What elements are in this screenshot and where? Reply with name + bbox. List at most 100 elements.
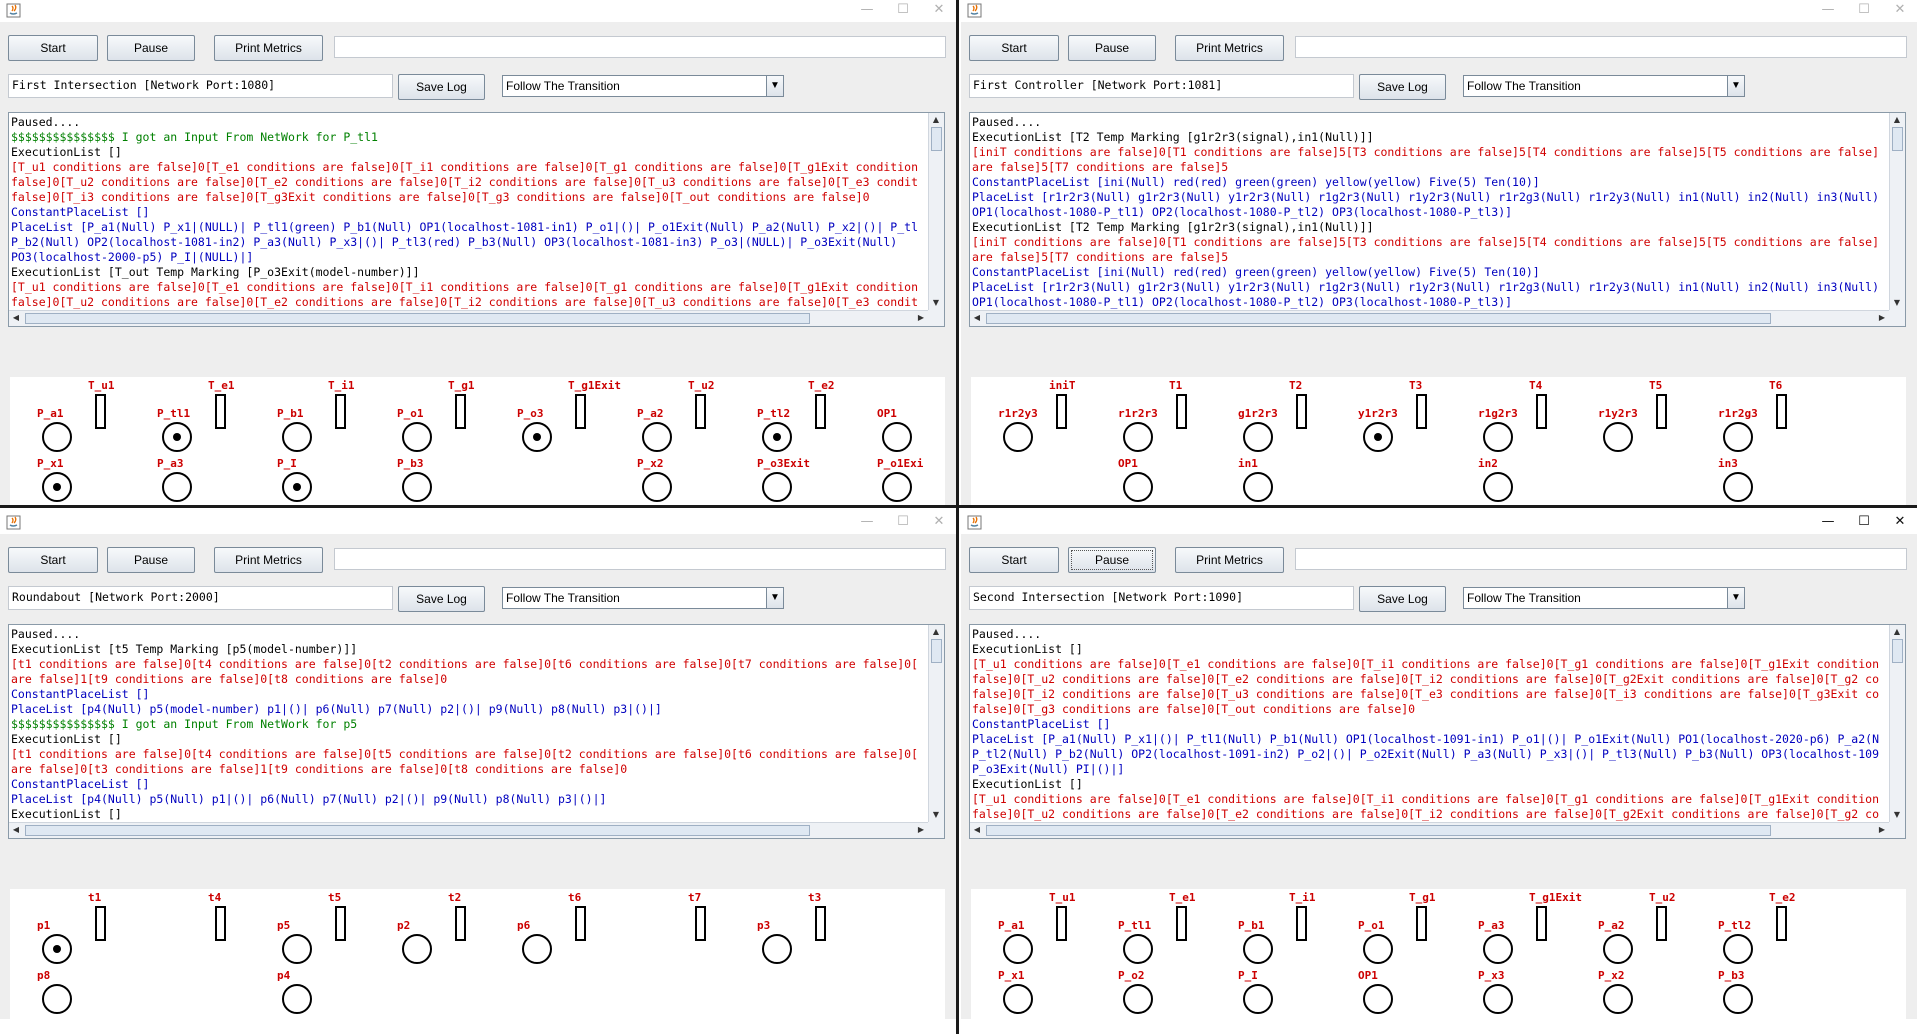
transition-bar[interactable]: [1776, 394, 1787, 429]
pause-button[interactable]: Pause: [107, 35, 195, 61]
scroll-down-icon[interactable]: ▼: [932, 810, 940, 819]
follow-transition-select[interactable]: Follow The Transition▼: [1463, 587, 1745, 609]
maximize-button[interactable]: ☐: [1858, 2, 1870, 17]
place-circle[interactable]: [42, 422, 72, 452]
print-metrics-button[interactable]: Print Metrics: [1175, 547, 1284, 573]
place-circle[interactable]: [1723, 984, 1753, 1014]
command-input[interactable]: [334, 548, 946, 570]
horizontal-scrollbar[interactable]: ◀▶: [970, 310, 1889, 326]
follow-transition-select[interactable]: Follow The Transition▼: [502, 587, 784, 609]
scroll-right-icon[interactable]: ▶: [1878, 313, 1886, 322]
place-circle[interactable]: [1483, 934, 1513, 964]
transition-bar[interactable]: [815, 906, 826, 941]
place-circle[interactable]: [1483, 984, 1513, 1014]
command-input[interactable]: [1295, 36, 1907, 58]
horizontal-scroll-thumb[interactable]: [25, 825, 810, 836]
scroll-right-icon[interactable]: ▶: [917, 825, 925, 834]
transition-bar[interactable]: [455, 906, 466, 941]
print-metrics-button[interactable]: Print Metrics: [1175, 35, 1284, 61]
place-circle[interactable]: [1723, 934, 1753, 964]
start-button[interactable]: Start: [969, 35, 1059, 61]
transition-bar[interactable]: [95, 906, 106, 941]
place-circle[interactable]: [402, 422, 432, 452]
transition-bar[interactable]: [1056, 394, 1067, 429]
follow-transition-select[interactable]: Follow The Transition▼: [502, 75, 784, 97]
close-button[interactable]: ✕: [933, 2, 945, 17]
print-metrics-button[interactable]: Print Metrics: [214, 35, 323, 61]
command-input[interactable]: [1295, 548, 1907, 570]
transition-bar[interactable]: [575, 906, 586, 941]
transition-bar[interactable]: [1296, 394, 1307, 429]
place-circle[interactable]: [642, 422, 672, 452]
place-circle[interactable]: [1123, 472, 1153, 502]
transition-bar[interactable]: [95, 394, 106, 429]
transition-bar[interactable]: [1536, 394, 1547, 429]
chevron-down-icon[interactable]: ▼: [766, 588, 783, 608]
close-button[interactable]: ✕: [1894, 514, 1906, 529]
place-circle[interactable]: [282, 984, 312, 1014]
place-circle[interactable]: [1363, 984, 1393, 1014]
transition-bar[interactable]: [1056, 906, 1067, 941]
place-circle[interactable]: [42, 472, 72, 502]
place-circle[interactable]: [1003, 984, 1033, 1014]
place-circle[interactable]: [42, 934, 72, 964]
chevron-down-icon[interactable]: ▼: [1727, 588, 1744, 608]
scroll-left-icon[interactable]: ◀: [973, 825, 981, 834]
minimize-button[interactable]: —: [1821, 2, 1835, 17]
place-circle[interactable]: [1603, 934, 1633, 964]
transition-bar[interactable]: [215, 394, 226, 429]
transition-bar[interactable]: [1296, 906, 1307, 941]
close-button[interactable]: ✕: [1894, 2, 1906, 17]
pause-button[interactable]: Pause: [1068, 547, 1156, 573]
transition-bar[interactable]: [335, 394, 346, 429]
scroll-left-icon[interactable]: ◀: [973, 313, 981, 322]
place-circle[interactable]: [1243, 472, 1273, 502]
log-area[interactable]: Paused....ExecutionList [t5 Temp Marking…: [8, 624, 945, 839]
transition-bar[interactable]: [1536, 906, 1547, 941]
place-circle[interactable]: [42, 984, 72, 1014]
vertical-scroll-thumb[interactable]: [1892, 639, 1903, 663]
scroll-left-icon[interactable]: ◀: [12, 825, 20, 834]
network-name-field[interactable]: Roundabout [Network Port:2000]: [8, 586, 393, 610]
maximize-button[interactable]: ☐: [1858, 514, 1870, 529]
horizontal-scrollbar[interactable]: ◀▶: [970, 822, 1889, 838]
scroll-up-icon[interactable]: ▲: [932, 115, 940, 124]
vertical-scrollbar[interactable]: ▲▼: [1889, 113, 1905, 310]
scroll-right-icon[interactable]: ▶: [1878, 825, 1886, 834]
vertical-scroll-thumb[interactable]: [931, 127, 942, 151]
pause-button[interactable]: Pause: [1068, 35, 1156, 61]
chevron-down-icon[interactable]: ▼: [1727, 76, 1744, 96]
minimize-button[interactable]: —: [1821, 514, 1835, 529]
horizontal-scrollbar[interactable]: ◀▶: [9, 822, 928, 838]
transition-bar[interactable]: [215, 906, 226, 941]
start-button[interactable]: Start: [969, 547, 1059, 573]
place-circle[interactable]: [1483, 422, 1513, 452]
scroll-left-icon[interactable]: ◀: [12, 313, 20, 322]
place-circle[interactable]: [522, 934, 552, 964]
place-circle[interactable]: [1123, 934, 1153, 964]
chevron-down-icon[interactable]: ▼: [766, 76, 783, 96]
place-circle[interactable]: [162, 422, 192, 452]
scroll-right-icon[interactable]: ▶: [917, 313, 925, 322]
transition-bar[interactable]: [1416, 906, 1427, 941]
place-circle[interactable]: [1723, 422, 1753, 452]
maximize-button[interactable]: ☐: [897, 2, 909, 17]
place-circle[interactable]: [1483, 472, 1513, 502]
place-circle[interactable]: [762, 934, 792, 964]
scroll-up-icon[interactable]: ▲: [1893, 115, 1901, 124]
print-metrics-button[interactable]: Print Metrics: [214, 547, 323, 573]
place-circle[interactable]: [402, 934, 432, 964]
vertical-scroll-thumb[interactable]: [931, 639, 942, 663]
place-circle[interactable]: [1363, 934, 1393, 964]
network-name-field[interactable]: First Intersection [Network Port:1080]: [8, 74, 393, 98]
place-circle[interactable]: [882, 472, 912, 502]
minimize-button[interactable]: —: [860, 514, 874, 529]
horizontal-scrollbar[interactable]: ◀▶: [9, 310, 928, 326]
transition-bar[interactable]: [1176, 906, 1187, 941]
network-name-field[interactable]: First Controller [Network Port:1081]: [969, 74, 1354, 98]
save-log-button[interactable]: Save Log: [1359, 74, 1446, 100]
transition-bar[interactable]: [1176, 394, 1187, 429]
maximize-button[interactable]: ☐: [897, 514, 909, 529]
command-input[interactable]: [334, 36, 946, 58]
place-circle[interactable]: [762, 472, 792, 502]
